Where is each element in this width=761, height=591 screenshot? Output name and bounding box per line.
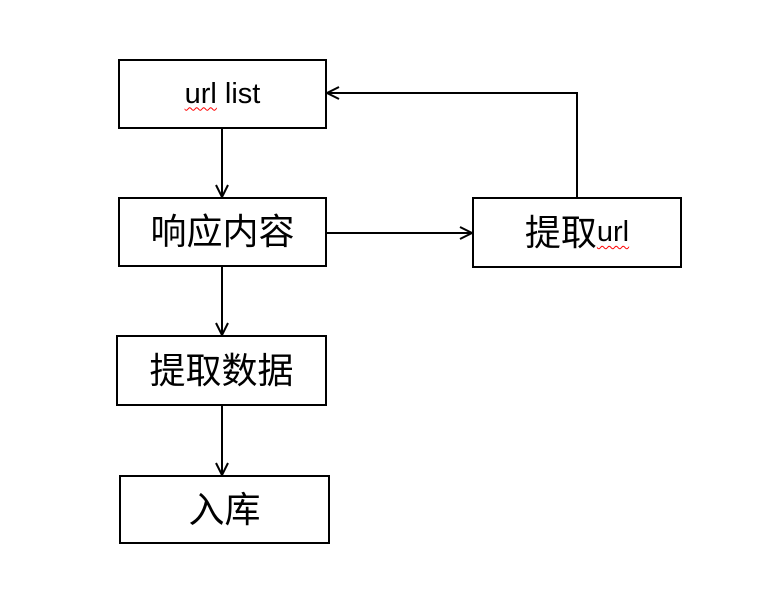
node-url-list: url list <box>118 59 327 129</box>
node-url-list-label-list: list <box>216 77 261 110</box>
node-url-list-label-url: url <box>184 77 217 110</box>
node-store: 入库 <box>119 475 330 544</box>
node-extract-url-label-url: url <box>596 216 630 248</box>
arrow-extracturl-to-urllist-loop <box>324 86 578 197</box>
node-extract-url-label-cjk: 提取 <box>524 212 597 253</box>
node-extract-data: 提取数据 <box>116 335 327 406</box>
node-response-content-label: 响应内容 <box>150 212 295 252</box>
node-store-label: 入库 <box>188 489 261 530</box>
node-response-content: 响应内容 <box>118 197 327 267</box>
node-extract-data-label: 提取数据 <box>149 350 294 391</box>
